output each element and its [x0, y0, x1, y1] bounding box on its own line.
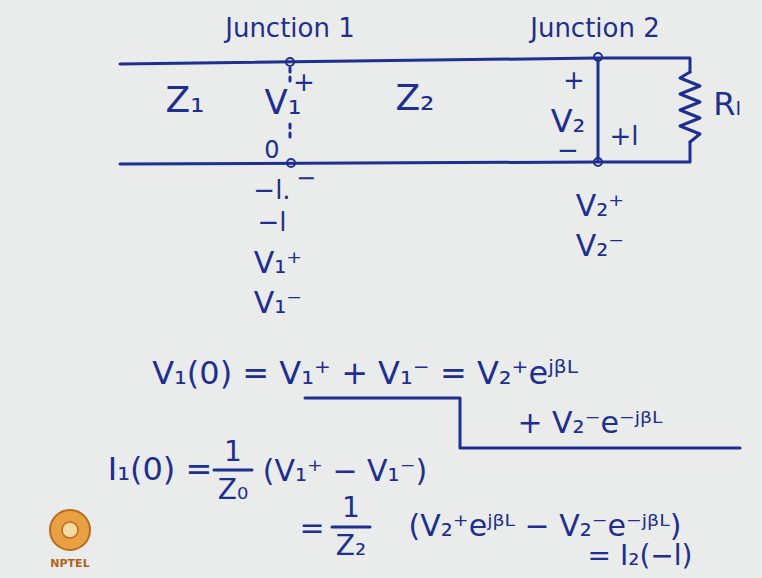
wave-label: V₁⁺ [254, 246, 302, 279]
top-wire [120, 58, 690, 72]
equation: Z₀ [218, 475, 248, 506]
load-label: Rₗ [713, 87, 741, 122]
equation: V₁(0) = V₁⁺ + V₁⁻ = V₂⁺eʲᵝᴸ [152, 356, 578, 391]
position-label: 0 [264, 137, 279, 163]
equation: I₁(0) = [108, 452, 213, 487]
polarity-sign: − [557, 136, 579, 165]
voltage-label: V₁ [265, 84, 302, 121]
nptel-logo [50, 510, 90, 550]
equation: = [299, 511, 324, 544]
underline-bracket [305, 398, 740, 448]
voltage-label: V₂ [551, 104, 586, 139]
junction-name: Junction 2 [530, 14, 660, 43]
position-label: −l. [253, 176, 290, 205]
impedance-label: Z₁ [165, 80, 204, 120]
polarity-sign: − [296, 165, 316, 191]
logo-text: NPTEL [50, 558, 89, 570]
equation: 1 [342, 493, 360, 524]
fraction-bar [332, 526, 370, 529]
wave-label: V₁⁻ [254, 286, 302, 319]
resistor-symbol [680, 72, 700, 142]
equation: (V₂⁺eʲᵝᴸ − V₂⁻e⁻ʲᵝᴸ) [409, 509, 682, 542]
equation: 1 [224, 437, 242, 468]
bottom-wire [120, 142, 690, 164]
junction-line [597, 60, 600, 160]
position-label: +l [609, 122, 638, 151]
equation: (V₁⁺ − V₁⁻) [263, 454, 427, 487]
junction-name: Junction 1 [225, 14, 355, 43]
wave-label: V₂⁻ [576, 229, 624, 262]
equation: = I₂(−l) [588, 541, 693, 572]
junction-dot [594, 158, 602, 166]
junction-dot [286, 58, 294, 66]
position-label: −l [257, 208, 286, 237]
wave-label: V₂⁺ [576, 189, 624, 222]
polarity-sign: + [563, 66, 585, 95]
equation: Z₂ [336, 531, 366, 562]
junction-dot [594, 53, 602, 61]
junction-line [289, 124, 292, 140]
junction-dot [287, 159, 295, 167]
junction-line [289, 68, 292, 82]
equation: + V₂⁻e⁻ʲᵝᴸ [517, 406, 662, 439]
impedance-label: Z₂ [395, 78, 434, 118]
fraction-bar [214, 469, 252, 472]
